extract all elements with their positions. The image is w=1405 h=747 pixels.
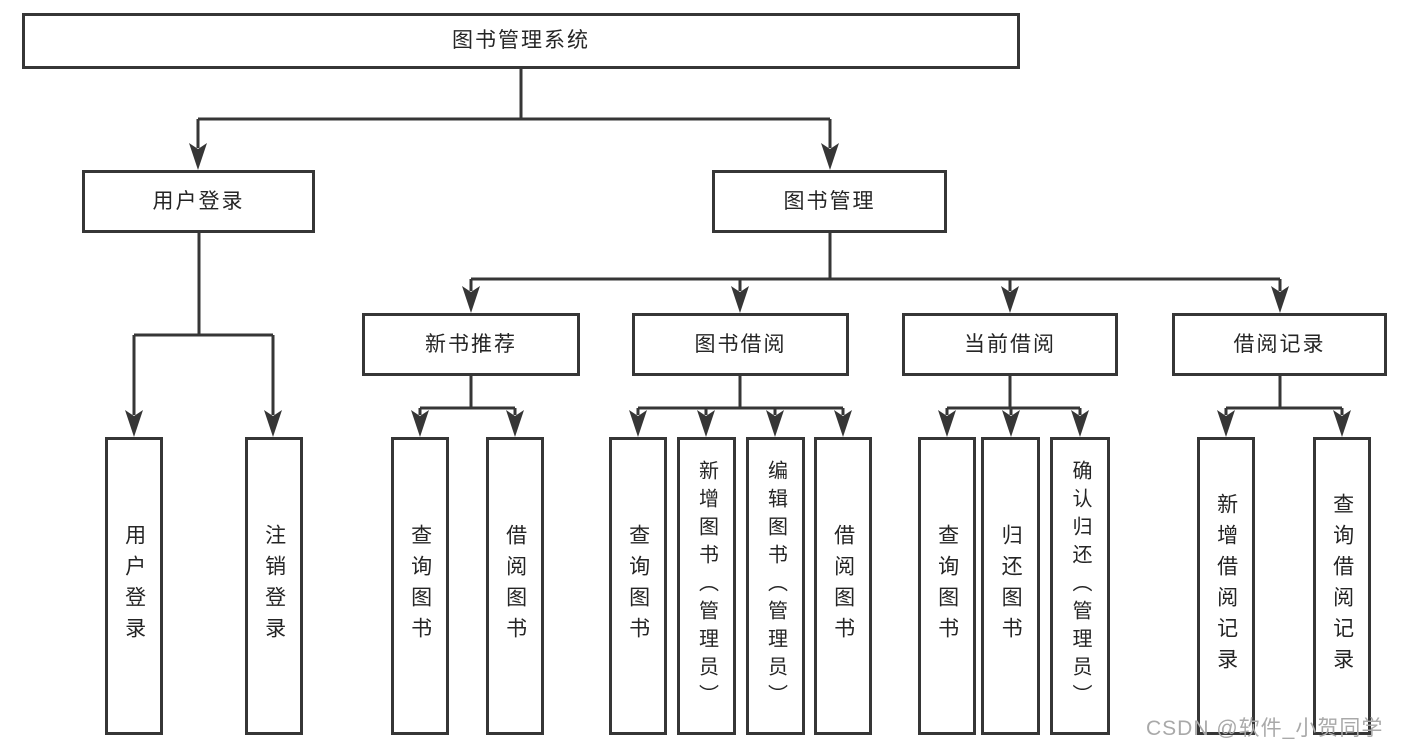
- arrowhead: [629, 410, 647, 437]
- node-leaf-return-books: 归还图书: [981, 437, 1040, 735]
- node-user-login: 用户登录: [82, 170, 315, 233]
- node-leaf-add-book-admin: 新增图书（管理员）: [677, 437, 736, 735]
- arrowhead: [1217, 410, 1235, 437]
- node-borrowing-records: 借阅记录: [1172, 313, 1387, 376]
- arrowhead: [938, 410, 956, 437]
- node-leaf-confirm-return-admin: 确认归还（管理员）: [1050, 437, 1110, 735]
- connector-new-book-children: [418, 376, 517, 415]
- arrowhead: [506, 410, 524, 437]
- arrowhead: [821, 143, 839, 170]
- node-leaf-user-login: 用户登录: [105, 437, 163, 735]
- arrowhead: [1001, 286, 1019, 313]
- node-current-borrowing: 当前借阅: [902, 313, 1118, 376]
- node-leaf-query-books-current: 查询图书: [918, 437, 976, 735]
- arrowhead: [264, 410, 282, 437]
- node-book-borrowing: 图书借阅: [632, 313, 849, 376]
- node-library-management-system: 图书管理系统: [22, 13, 1020, 69]
- connector-user-login-children: [132, 233, 275, 415]
- arrowhead: [462, 286, 480, 313]
- node-book-management: 图书管理: [712, 170, 947, 233]
- connector-current-borrowing-children: [945, 376, 1082, 415]
- connector-book-borrowing-children: [636, 376, 845, 415]
- arrowhead: [731, 286, 749, 313]
- node-leaf-add-borrow-record: 新增借阅记录: [1197, 437, 1255, 735]
- connector-book-management-to-level3: [469, 233, 1282, 291]
- arrowhead: [1271, 286, 1289, 313]
- arrowhead: [1002, 410, 1020, 437]
- arrowhead: [1071, 410, 1089, 437]
- connector-root-to-level2: [196, 69, 832, 148]
- arrowhead: [125, 410, 143, 437]
- node-leaf-query-borrow-record: 查询借阅记录: [1313, 437, 1371, 735]
- connector-borrowing-records-children: [1224, 376, 1344, 415]
- arrowhead: [766, 410, 784, 437]
- arrowheads: [125, 143, 1351, 437]
- node-leaf-query-books-borrowing: 查询图书: [609, 437, 667, 735]
- csdn-watermark: CSDN @软件_小贺同学: [1146, 717, 1384, 740]
- node-leaf-logout: 注销登录: [245, 437, 303, 735]
- arrowhead: [1333, 410, 1351, 437]
- node-new-book-recommendation: 新书推荐: [362, 313, 580, 376]
- node-leaf-edit-book-admin: 编辑图书（管理员）: [746, 437, 805, 735]
- arrowhead: [697, 410, 715, 437]
- arrowhead: [834, 410, 852, 437]
- arrowhead: [411, 410, 429, 437]
- connector-lines: [132, 69, 1344, 415]
- node-leaf-query-books-recommend: 查询图书: [391, 437, 449, 735]
- arrowhead: [189, 143, 207, 170]
- node-leaf-borrow-books: 借阅图书: [814, 437, 872, 735]
- node-leaf-borrow-books-recommend: 借阅图书: [486, 437, 544, 735]
